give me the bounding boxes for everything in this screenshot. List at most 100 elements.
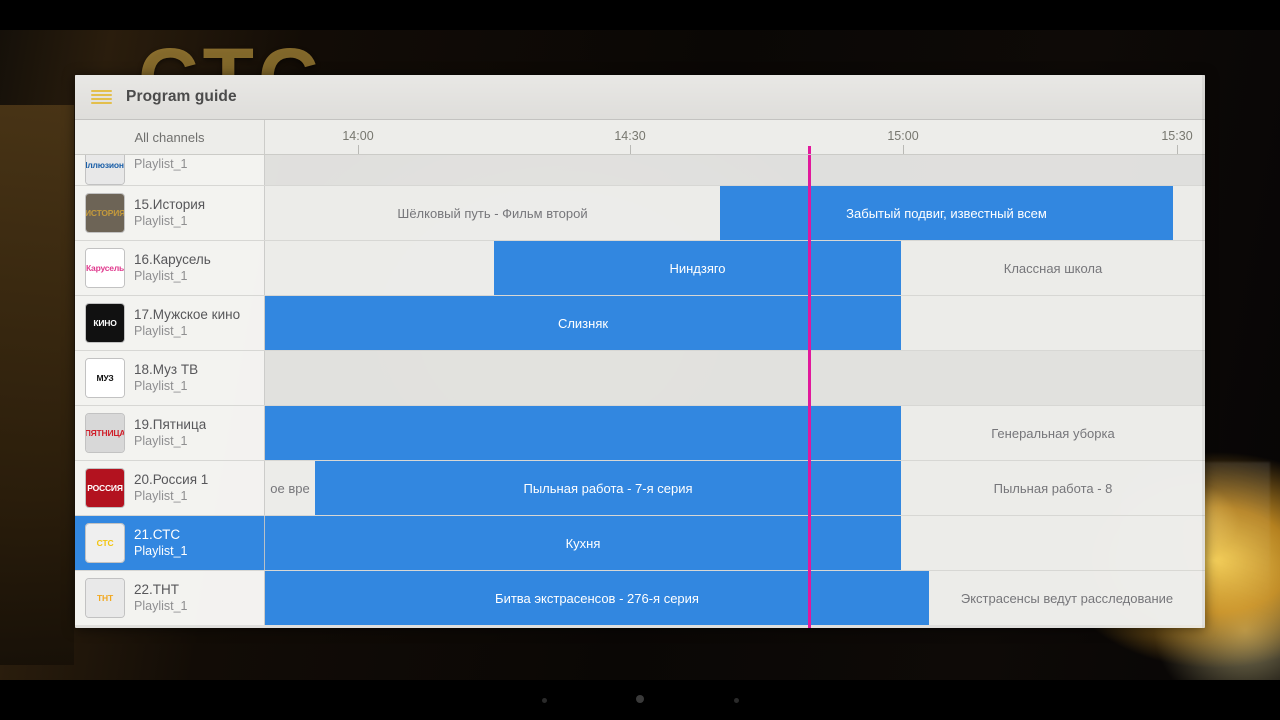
program-cell[interactable] bbox=[265, 241, 494, 295]
muz-tv-logo: МУЗ bbox=[85, 358, 125, 398]
program-title: Экстрасенсы ведут расследование bbox=[960, 590, 1174, 606]
program-cell[interactable]: Пыльная работа - 8 bbox=[901, 461, 1205, 515]
channel-playlist: Playlist_1 bbox=[134, 488, 188, 503]
nav-back-icon[interactable] bbox=[542, 698, 547, 703]
logo-text: РОССИЯ bbox=[86, 469, 124, 507]
program-cell[interactable]: Шёлковый путь - Фильм второй bbox=[265, 186, 720, 240]
program-title: Битва экстрасенсов - 276-я серия bbox=[495, 590, 699, 606]
nav-home-icon[interactable] bbox=[636, 695, 644, 703]
program-track: Кухня bbox=[265, 516, 1205, 570]
program-track: ое вре Пыльная работа - 7-я серия Пыльная … bbox=[265, 461, 1205, 515]
dialog-header: Program guide bbox=[75, 75, 1205, 120]
program-cell[interactable]: Забытый подвиг, известный всем bbox=[720, 186, 1173, 240]
sts-logo: CTC bbox=[85, 523, 125, 563]
program-track: Шёлковый путь - Фильм второй Забытый подв… bbox=[265, 186, 1205, 240]
channel-name: 20.Россия 1 bbox=[134, 471, 209, 487]
program-cell[interactable]: Ниндзяго bbox=[494, 241, 901, 295]
illyuzion-logo: Иллюзион+ bbox=[85, 155, 125, 185]
nav-recents-icon[interactable] bbox=[734, 698, 739, 703]
android-navigation-bar bbox=[0, 680, 1280, 720]
time-tick-label: 15:00 bbox=[887, 129, 919, 143]
channel-playlist: Playlist_1 bbox=[134, 268, 188, 283]
program-cell[interactable]: Пыльная работа - 7-я серия bbox=[315, 461, 901, 515]
program-cell[interactable]: Кухня bbox=[265, 516, 901, 570]
time-tick-label: 14:00 bbox=[342, 129, 374, 143]
current-time-indicator-header bbox=[808, 146, 811, 154]
channel-playlist: Playlist_1 bbox=[134, 157, 188, 172]
program-title: Пыльная работа - 7-я серия bbox=[523, 480, 693, 496]
channel-name: 22.ТНТ bbox=[134, 581, 180, 597]
karusel-logo: Карусель bbox=[85, 248, 125, 288]
channel-name: 18.Муз ТВ bbox=[134, 361, 199, 377]
page-title: Program guide bbox=[126, 88, 237, 105]
program-cell[interactable] bbox=[265, 351, 1205, 405]
program-cell[interactable]: ое вре bbox=[265, 461, 315, 515]
program-cell[interactable]: Генеральная уборка bbox=[901, 406, 1205, 460]
program-cell[interactable] bbox=[901, 296, 1205, 350]
channel-playlist: Playlist_1 bbox=[134, 323, 188, 338]
program-track: Слизняк bbox=[265, 296, 1205, 350]
time-tick-mark bbox=[358, 145, 359, 154]
logo-text: МУЗ bbox=[86, 359, 124, 397]
tnt-logo: ТНТ bbox=[85, 578, 125, 618]
program-title: Слизняк bbox=[557, 315, 609, 331]
logo-text: ПЯТНИЦА bbox=[86, 414, 124, 452]
program-cell[interactable] bbox=[1173, 186, 1205, 240]
program-cell[interactable]: Классная школа bbox=[901, 241, 1205, 295]
all-channels-filter[interactable]: All channels bbox=[75, 120, 265, 154]
channel-playlist: Playlist_1 bbox=[134, 433, 188, 448]
channel-playlist: Playlist_1 bbox=[134, 213, 188, 228]
logo-text: КИНО bbox=[86, 304, 124, 342]
channel-text: Playlist_1 bbox=[134, 157, 188, 173]
muzhskoe-kino-logo: КИНО bbox=[85, 303, 125, 343]
pyatnitsa-logo: ПЯТНИЦА bbox=[85, 413, 125, 453]
program-cell[interactable]: Битва экстрасенсов - 276-я серия bbox=[265, 571, 929, 625]
program-cell[interactable]: Экстрасенсы ведут расследование bbox=[929, 571, 1205, 625]
program-guide-dialog: Program guide All channels 14:00 14:30 15:… bbox=[75, 75, 1205, 628]
channel-playlist: Playlist_1 bbox=[134, 378, 188, 393]
program-track: Ниндзяго Классная школа bbox=[265, 241, 1205, 295]
channel-playlist: Playlist_1 bbox=[134, 543, 188, 558]
program-cell[interactable]: Слизняк bbox=[265, 296, 901, 350]
program-title: Генеральная уборка bbox=[991, 425, 1115, 441]
channel-cell[interactable]: Иллюзион+ Playlist_1 bbox=[75, 155, 265, 185]
channel-name: 16.Карусель bbox=[134, 251, 211, 267]
hamburger-icon[interactable] bbox=[91, 89, 112, 105]
program-title: Классная школа bbox=[1003, 260, 1103, 276]
channel-playlist: Playlist_1 bbox=[134, 598, 188, 613]
logo-text: ИСТОРИЯ bbox=[86, 194, 124, 232]
video-wood-panel bbox=[0, 105, 74, 665]
vertical-scrollbar[interactable] bbox=[1202, 75, 1205, 628]
program-grid: Иллюзион+Playlist_121 и большеИСТОРИЯ15.… bbox=[75, 155, 1205, 628]
logo-text: ТНТ bbox=[86, 579, 124, 617]
program-cell[interactable] bbox=[901, 516, 1205, 570]
time-tick-label: 14:30 bbox=[614, 129, 646, 143]
program-cell[interactable] bbox=[265, 406, 901, 460]
channel-row[interactable]: Иллюзион+Playlist_121 и больше bbox=[75, 155, 1205, 185]
program-title: Забытый подвиг, известный всем bbox=[846, 205, 1047, 221]
